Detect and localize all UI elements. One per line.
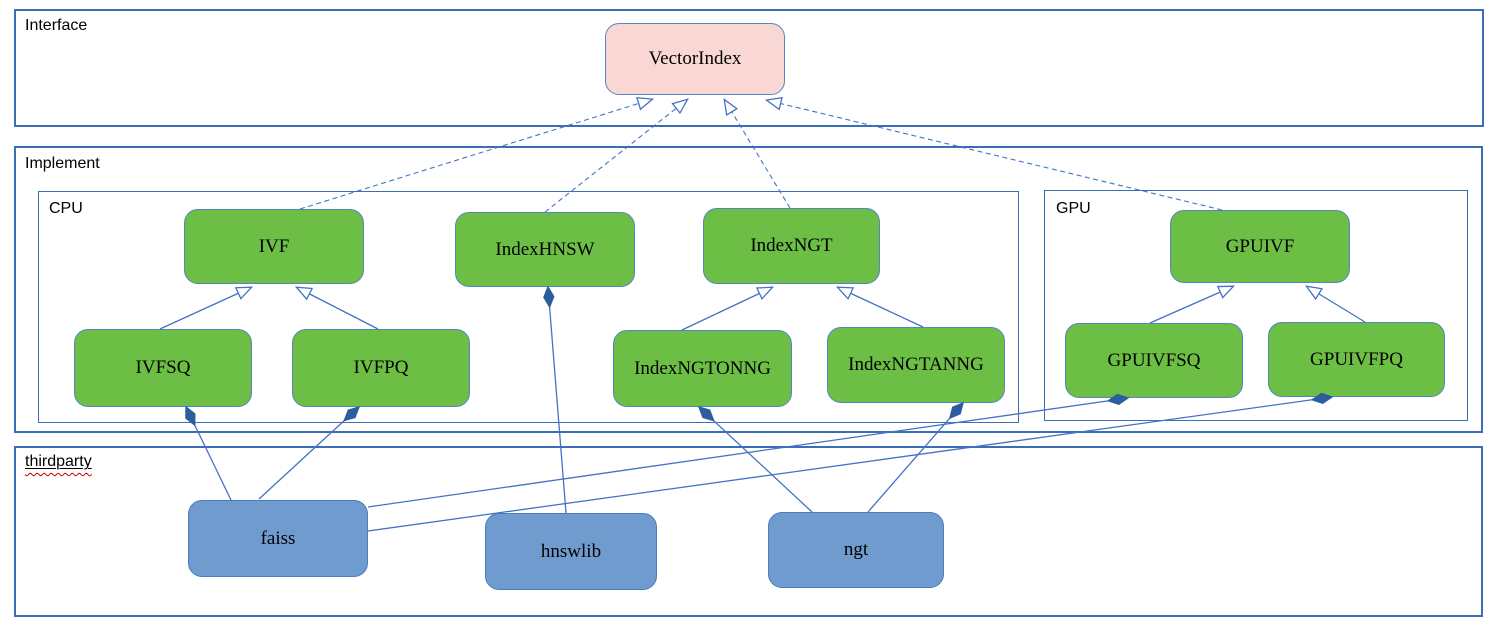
node-gpuivfpq-label: GPUIVFPQ xyxy=(1310,348,1403,370)
gpu-section-label: GPU xyxy=(1056,200,1091,217)
node-indexhnsw: IndexHNSW xyxy=(455,212,635,287)
node-ngt-label: ngt xyxy=(843,539,869,560)
interface-section-label: Interface xyxy=(25,17,88,34)
node-gpuivf: GPUIVF xyxy=(1170,210,1350,283)
node-ivfsq-label: IVFSQ xyxy=(135,357,191,378)
node-ivfpq: IVFPQ xyxy=(292,329,470,407)
node-ivfpq-label: IVFPQ xyxy=(353,357,409,378)
thirdparty-section-label-text: thirdparty xyxy=(25,453,92,470)
node-gpuivfsq: GPUIVFSQ xyxy=(1065,323,1243,398)
implement-section-label: Implement xyxy=(25,155,100,172)
node-ivf: IVF xyxy=(184,209,364,284)
node-vectorindex: VectorIndex xyxy=(605,23,785,95)
node-ivf-label: IVF xyxy=(258,235,290,257)
thirdparty-section-label: thirdparty xyxy=(25,453,92,471)
node-indexngtanng: IndexNGTANNG xyxy=(827,327,1005,403)
node-gpuivf-label: GPUIVF xyxy=(1225,235,1295,257)
node-indexngt: IndexNGT xyxy=(703,208,880,284)
node-ivfsq: IVFSQ xyxy=(74,329,252,407)
node-faiss: faiss xyxy=(188,500,368,577)
node-indexngtanng-label: IndexNGTANNG xyxy=(848,354,984,375)
node-indexngtonng-label: IndexNGTONNG xyxy=(634,357,771,379)
node-indexngtonng: IndexNGTONNG xyxy=(613,330,792,407)
node-gpuivfsq-label: GPUIVFSQ xyxy=(1107,349,1201,371)
node-ngt: ngt xyxy=(768,512,944,588)
node-faiss-label: faiss xyxy=(260,527,296,549)
node-hnswlib: hnswlib xyxy=(485,513,657,590)
node-vectorindex-label: VectorIndex xyxy=(648,48,742,69)
node-gpuivfpq: GPUIVFPQ xyxy=(1268,322,1445,397)
node-indexngt-label: IndexNGT xyxy=(750,235,833,256)
node-indexhnsw-label: IndexHNSW xyxy=(495,238,595,260)
node-hnswlib-label: hnswlib xyxy=(540,540,602,562)
cpu-section-label: CPU xyxy=(49,200,83,217)
